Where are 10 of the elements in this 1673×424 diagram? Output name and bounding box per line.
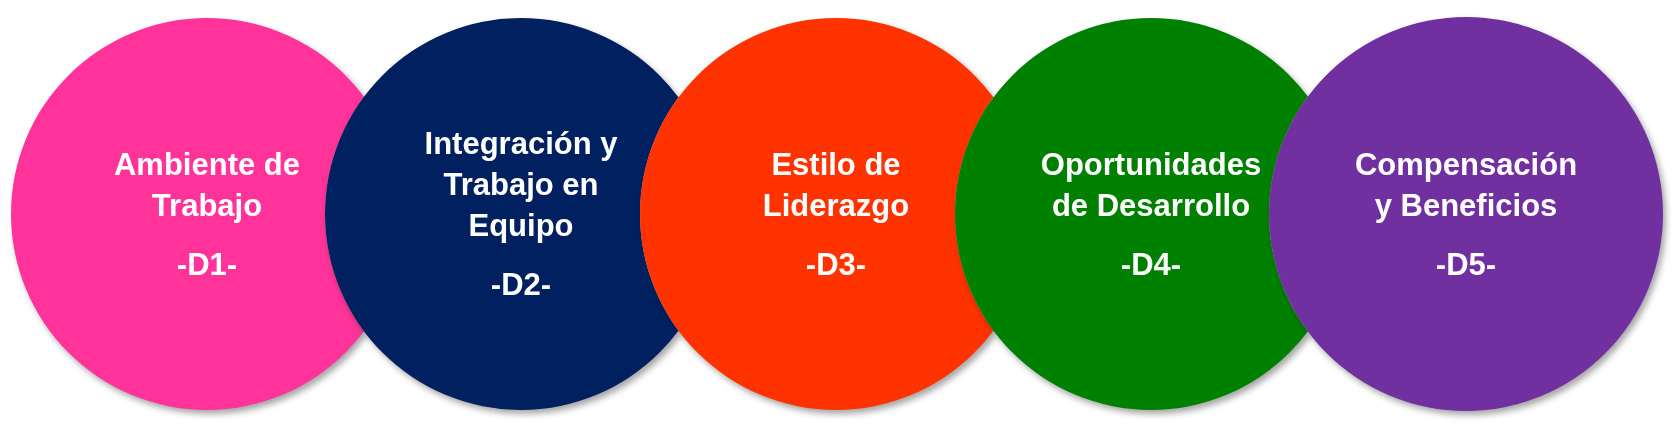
- dimension-title: Compensación y Beneficios: [1353, 145, 1579, 225]
- dimension-title: Integración y Trabajo en Equipo: [423, 125, 619, 245]
- dimension-code: -D5-: [1435, 245, 1497, 284]
- dimension-title: Ambiente de Trabajo: [113, 145, 301, 225]
- dimension-title: Oportunidades de Desarrollo: [1039, 145, 1263, 225]
- dimension-code: -D1-: [176, 245, 238, 284]
- dimension-code: -D4-: [1120, 245, 1182, 284]
- dimension-title: Estilo de Liderazgo: [761, 145, 911, 225]
- dimension-code: -D2-: [490, 266, 552, 304]
- dimension-code: -D3-: [805, 245, 867, 284]
